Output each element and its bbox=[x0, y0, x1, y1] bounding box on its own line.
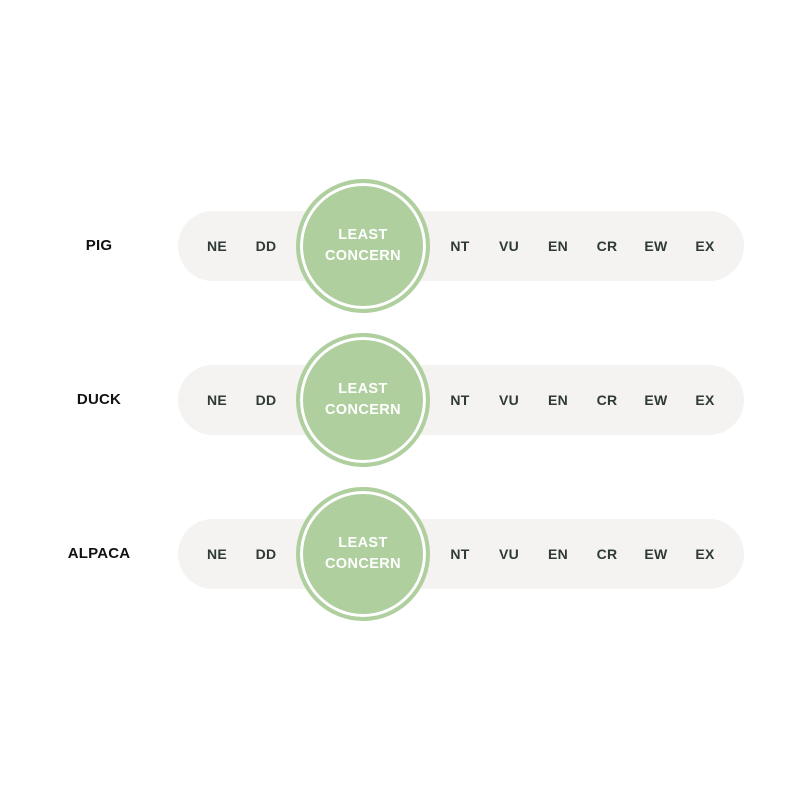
current-status-line-2: CONCERN bbox=[324, 402, 402, 418]
status-vu: VU bbox=[498, 392, 520, 408]
status-cr: CR bbox=[596, 546, 618, 562]
status-ex: EX bbox=[695, 392, 715, 408]
status-cr: CR bbox=[596, 238, 618, 254]
status-ew: EW bbox=[644, 546, 668, 562]
current-status-lc: LEAST CONCERN bbox=[296, 333, 430, 467]
status-track bbox=[178, 519, 744, 589]
current-status-label: LEAST CONCERN bbox=[300, 225, 426, 267]
current-status-line-1: LEAST bbox=[338, 227, 388, 243]
status-nt: NT bbox=[450, 546, 470, 562]
current-status-label: LEAST CONCERN bbox=[300, 533, 426, 575]
animal-name: PIG bbox=[85, 237, 113, 254]
current-status-line-1: LEAST bbox=[338, 381, 388, 397]
status-ew: EW bbox=[644, 238, 668, 254]
status-nt: NT bbox=[450, 238, 470, 254]
status-track bbox=[178, 211, 744, 281]
status-dd: DD bbox=[255, 392, 277, 408]
status-cr: CR bbox=[596, 392, 618, 408]
current-status-lc: LEAST CONCERN bbox=[296, 179, 430, 313]
status-nt: NT bbox=[450, 392, 470, 408]
current-status-line-2: CONCERN bbox=[324, 556, 402, 572]
status-row-pig: PIG NE DD LEAST CONCERN NT VU EN CR EW E… bbox=[0, 178, 800, 314]
status-vu: VU bbox=[498, 238, 520, 254]
status-ne: NE bbox=[206, 238, 228, 254]
animal-name: ALPACA bbox=[67, 545, 131, 562]
status-en: EN bbox=[547, 392, 569, 408]
status-ne: NE bbox=[206, 546, 228, 562]
current-status-lc: LEAST CONCERN bbox=[296, 487, 430, 621]
status-ne: NE bbox=[206, 392, 228, 408]
status-track bbox=[178, 365, 744, 435]
status-dd: DD bbox=[255, 238, 277, 254]
status-ex: EX bbox=[695, 546, 715, 562]
status-row-duck: DUCK NE DD LEAST CONCERN NT VU EN CR EW … bbox=[0, 332, 800, 468]
status-ex: EX bbox=[695, 238, 715, 254]
status-vu: VU bbox=[498, 546, 520, 562]
animal-name: DUCK bbox=[76, 391, 122, 408]
current-status-label: LEAST CONCERN bbox=[300, 379, 426, 421]
status-en: EN bbox=[547, 238, 569, 254]
status-dd: DD bbox=[255, 546, 277, 562]
status-row-alpaca: ALPACA NE DD LEAST CONCERN NT VU EN CR E… bbox=[0, 486, 800, 622]
current-status-line-1: LEAST bbox=[338, 535, 388, 551]
status-ew: EW bbox=[644, 392, 668, 408]
status-en: EN bbox=[547, 546, 569, 562]
current-status-line-2: CONCERN bbox=[324, 248, 402, 264]
